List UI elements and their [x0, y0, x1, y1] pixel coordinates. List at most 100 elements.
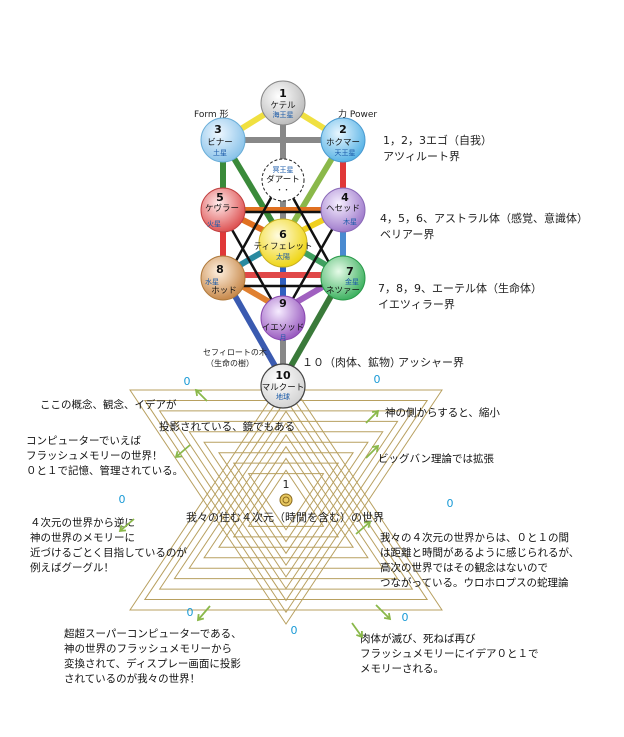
sephirah-name: ケテル	[270, 101, 296, 111]
star-triangle-down	[219, 210, 345, 321]
sephirah-5: 5 ケヴラー 火星	[200, 187, 246, 233]
note-google-3: 近づけるごとく目指しているのが	[30, 546, 187, 559]
sephirah-planet: 太陽	[276, 252, 290, 261]
daath-node: 冥王星 ダアート ・・	[261, 158, 305, 202]
note-ouroboros-3: 高次の世界ではその観念はないので	[380, 561, 548, 574]
sephirah-name: ティフェレット	[254, 242, 313, 252]
realm-labels: 1，2，3エゴ（自我） アツィルート界 4，5，6、アストラル体（感覚、意識体）…	[302, 133, 588, 369]
note-computer-3: ０と１で記憶、管理されている。	[26, 464, 183, 477]
sephirah-number: 3	[214, 123, 222, 136]
sephirah-planet: 水星	[205, 277, 219, 286]
sephirah-4: 4 ヘセッド 木星	[320, 187, 366, 233]
arrow	[365, 410, 379, 424]
sephirah-8: 8 ホッド 水星	[200, 255, 246, 301]
sephirah-name: マルクート	[262, 383, 305, 393]
sephirah-10: 10 マルクート 地球	[260, 363, 306, 409]
sephirah-1: 1 ケテル 海王星	[260, 80, 306, 126]
arrow-head	[363, 520, 372, 529]
note-death-1: 肉体が滅び、死ねば再び	[360, 632, 476, 645]
zero-top-left: 0	[184, 375, 191, 388]
realm-4-desc: １０（肉体、鉱物）	[302, 355, 401, 369]
arrow	[195, 389, 208, 402]
note-projected: 投影されている、鏡でもある	[159, 420, 295, 433]
center-one-label: 1	[283, 478, 290, 491]
note-super-3: 変換されて、ディスプレー画面に投影	[64, 657, 241, 670]
realm-1-desc: 1，2，3エゴ（自我）	[383, 133, 492, 147]
note-computer-1: コンピューターでいえば	[26, 435, 141, 447]
arrow-head	[118, 524, 127, 533]
realm-3-desc: 7，8，9、エーテル体（生命体）	[378, 281, 542, 295]
hexagram-triangle-up	[173, 410, 399, 580]
arrow	[375, 604, 391, 620]
sephirah-planet: 金星	[345, 277, 359, 286]
zero-labels: 0 0 0 0 0 0 0	[119, 373, 454, 637]
sephirah-3: 3 ビナー 土星	[200, 117, 246, 163]
hexagram-triangle-down	[173, 420, 399, 590]
arrow-head	[356, 630, 363, 639]
note-google-1: ４次元の世界から逆に	[30, 516, 135, 529]
zero-top-right: 0	[374, 373, 381, 386]
zero-right: 0	[447, 497, 454, 510]
world-label: 我々の住む４次元（時間を含む）の世界	[186, 510, 384, 524]
sephirah-7: 7 ネツァー 金星	[320, 255, 366, 301]
star-triangle-up	[219, 175, 345, 288]
sephirah-number: 8	[216, 263, 224, 276]
note-ouroboros-4: つながっている。ウロホロプスの蛇理論	[380, 576, 569, 589]
sephirah-number: 7	[346, 265, 354, 278]
sephirah-number: 5	[216, 191, 224, 204]
arrow-head	[371, 444, 380, 453]
arrow-head	[174, 450, 183, 459]
note-super-2: 神の世界のフラッシュメモリーから	[64, 642, 232, 655]
daath-planet: 冥王星	[273, 166, 294, 174]
sephirah-planet: 海王星	[273, 110, 294, 119]
realm-2-desc: 4，5，6、アストラル体（感覚、意識体）	[380, 211, 588, 225]
arrow	[351, 622, 363, 638]
note-super-1: 超超スーパーコンピューターである、	[64, 627, 242, 640]
arrow-head	[371, 409, 380, 418]
realm-1-name: アツィルート界	[383, 150, 460, 163]
sephirah-name: ヘセッド	[326, 204, 360, 214]
hexagram-triangle-down	[188, 431, 384, 578]
sephirah-2: 2 ホクマー 天王星	[320, 117, 366, 163]
note-google-4: 例えばグーグル！	[30, 561, 114, 574]
hexagram-triangle-down	[232, 462, 340, 543]
tree-caption: セフィロートの木	[203, 347, 267, 357]
zero-bottom-left: 0	[187, 606, 194, 619]
arrow	[119, 518, 135, 532]
hexagram-triangle-up	[247, 469, 325, 527]
center-one: 1	[279, 478, 293, 507]
daath-name: ダアート	[266, 174, 300, 185]
sephirah-9: 9 イエソッド 月	[260, 295, 306, 342]
note-super-4: されているのが我々の世界！	[64, 672, 200, 685]
arrow	[365, 445, 379, 459]
hexagram-triangle-down	[217, 452, 355, 555]
sephirah-name: ネツァー	[326, 286, 360, 296]
realm-3-name: イエツィラー界	[378, 298, 455, 311]
sephirah-number: 2	[339, 123, 347, 136]
arrow-head	[196, 613, 205, 622]
sephirah-6: 6 ティフェレット 太陽	[254, 218, 313, 268]
realm-2-name: ベリアー界	[380, 228, 434, 241]
note-ouroboros-2: は距離と時間があるように感じられるが、	[380, 546, 579, 559]
hexagram-triangle-up	[188, 422, 384, 569]
nested-hexagram	[129, 375, 443, 625]
sephirah-planet: 天王星	[335, 149, 356, 157]
sephirah-number: 1	[279, 87, 287, 100]
explanation-notes: ここの概念、観念、イデアが 投影されている、鏡でもある コンピューターでいえば …	[26, 398, 579, 685]
arrow	[175, 444, 191, 458]
zero-bottom-right: 0	[402, 611, 409, 624]
note-google-2: 神の世界のメモリーに	[30, 531, 135, 544]
zero-left: 0	[119, 493, 126, 506]
sephirah-number: 4	[341, 191, 349, 204]
sephirot-nodes: 1 ケテル 海王星 2 ホクマー 天王星 3 ビナー 土星 4 ヘセッド 木星 …	[200, 80, 366, 409]
note-ouroboros-1: 我々の４次元の世界からは、０と１の間	[380, 531, 569, 544]
note-bigbang: ビッグバン理論では拡張	[378, 452, 495, 465]
arrow	[197, 605, 211, 621]
arrow-head	[194, 388, 203, 397]
hexagram-triangle-up	[203, 433, 369, 559]
sephirah-name: ホッド	[211, 286, 237, 296]
hexagram-triangle-down	[203, 441, 369, 567]
sephirah-planet: 土星	[213, 148, 227, 157]
sephirah-name: ケヴラー	[205, 203, 239, 214]
